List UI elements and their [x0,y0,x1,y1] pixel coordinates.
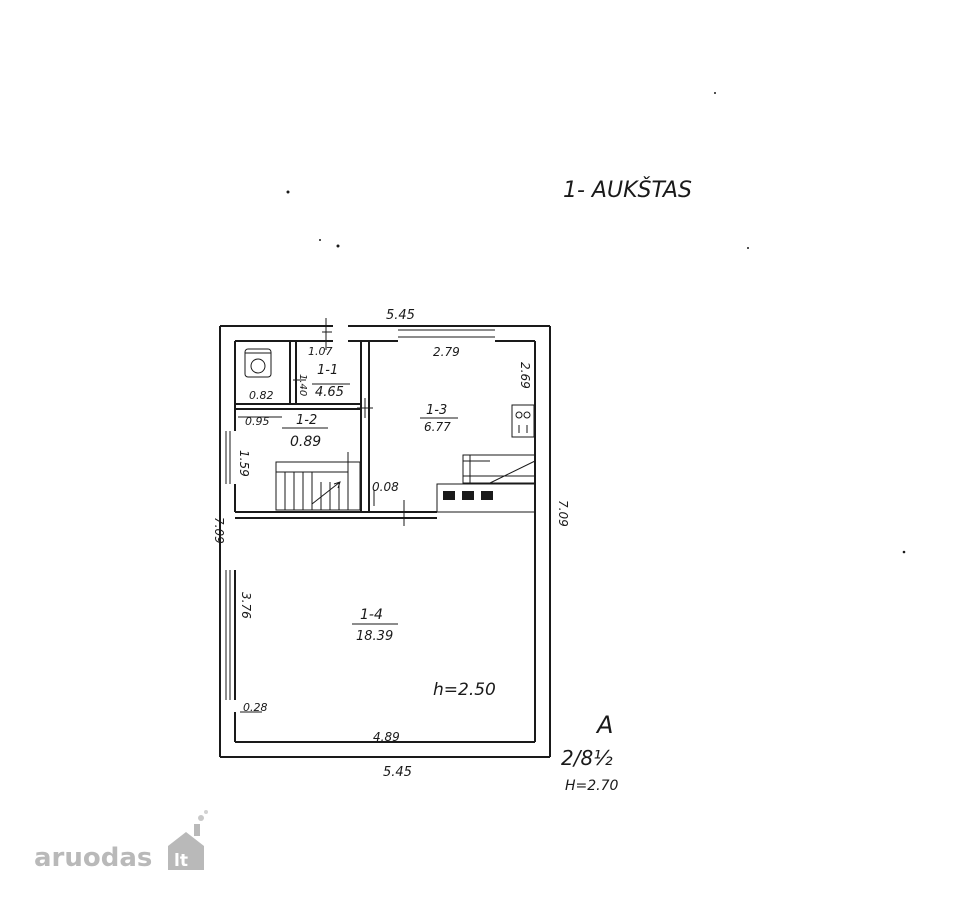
dimension-lines [240,490,530,743]
dim-corner: 0.28 [243,701,268,714]
dim-room-1-4-width: 4.89 [373,730,400,744]
watermark-name: aruodas [34,843,152,873]
room-code-1-1: 1-1 [317,363,338,378]
room-area-1-2: 0.89 [290,434,321,450]
floor-title: 1- AUKŠTAS [563,177,692,203]
room-code-1-2: 1-2 [296,413,317,428]
dim-depth-left: 7.09 [212,517,226,544]
dim-room-1-1-depth: 1.40 [297,374,308,396]
dim-depth-right: 7.09 [556,500,570,527]
room-area-1-4: 18.39 [356,629,393,644]
aruodas-watermark: aruodas lt [34,810,208,873]
interior-walls [235,341,535,519]
room-area-1-1: 4.65 [315,385,344,400]
dim-wc-width: 0.82 [249,389,274,402]
dim-room-1-3-depth: 2.69 [518,362,532,389]
room-code-1-3: 1-3 [426,403,447,418]
dim-room-1-4-depth: 3.76 [239,592,253,619]
dim-width-bottom: 5.45 [383,765,412,780]
scan-specks [286,92,906,554]
ceiling-height: h=2.50 [433,680,496,700]
building-annotation: A 2/8½ H=2.70 [561,711,619,794]
watermark-domain: lt [174,851,188,871]
area-underlines [238,383,458,625]
staircase [275,452,361,511]
annotation-height: H=2.70 [565,778,619,794]
dim-room-1-2-depth: 1.59 [237,450,251,477]
dim-width-top: 5.45 [386,308,415,323]
annotation-fraction: 2/8½ [561,746,613,770]
door-marks [293,318,418,526]
dim-wall-gap: 0.08 [372,480,399,494]
dim-room-1-2-width: 0.95 [245,415,270,428]
dim-room-1-1-width: 1.07 [308,345,333,358]
room-code-1-4: 1-4 [360,607,383,623]
outer-walls [219,325,551,758]
house-logo-icon [168,810,208,870]
room-labels: 1-1 4.65 1-2 0.89 1-3 6.77 1-4 18.39 [290,363,451,644]
toilet-fixture [244,348,272,378]
room-area-1-3: 6.77 [424,420,451,434]
kitchen-fixtures [436,404,536,513]
dimension-labels: 5.45 5.45 7.09 7.09 1.07 1.40 0.82 0.95 … [212,308,570,780]
annotation-letter: A [595,711,613,739]
dim-room-1-3-width: 2.79 [433,345,460,359]
